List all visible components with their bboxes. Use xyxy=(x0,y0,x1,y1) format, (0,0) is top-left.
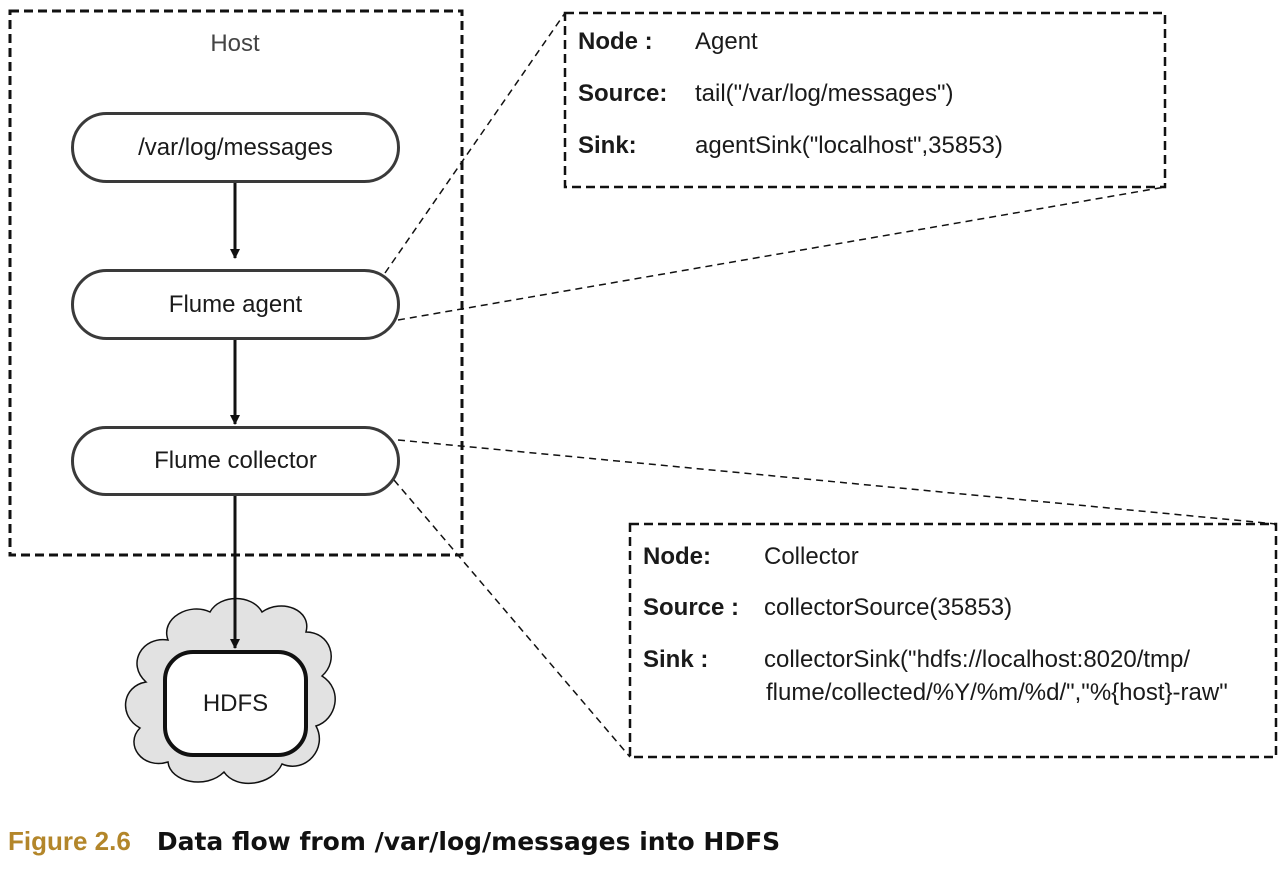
figure-title: Data flow from /var/log/messages into HD… xyxy=(156,827,781,856)
collector-node-key: Node: xyxy=(643,543,711,570)
figure-caption: Figure 2.6 Data flow from /var/log/messag… xyxy=(8,826,780,857)
agent-node-key: Node : xyxy=(578,28,653,55)
collector-callout-line-upper xyxy=(397,439,1277,525)
collector-sink-key: Sink : xyxy=(643,646,709,673)
collector-details-box xyxy=(628,522,1278,759)
collector-details: Node: Collector Source : collectorSource… xyxy=(643,543,1271,743)
collector-node-value: Collector xyxy=(764,543,859,570)
collector-callout-line-lower xyxy=(393,479,631,758)
collector-sink-value-line1: collectorSink("hdfs://localhost:8020/tmp… xyxy=(764,646,1191,673)
node-flume-collector: Flume collector xyxy=(71,426,400,496)
agent-source-key: Source: xyxy=(578,80,668,107)
node-var-log-messages: /var/log/messages xyxy=(71,112,400,183)
agent-sink-value: agentSink("localhost",35853) xyxy=(695,132,1003,159)
collector-source-value: collectorSource(35853) xyxy=(764,594,1013,621)
host-label: Host xyxy=(210,30,260,57)
figure-number: Figure 2.6 xyxy=(8,826,131,856)
agent-details-box xyxy=(563,11,1167,189)
agent-source-value: tail("/var/log/messages") xyxy=(695,80,954,107)
agent-details: Node : Agent Source: tail("/var/log/mess… xyxy=(578,28,1158,178)
node-hdfs: HDFS xyxy=(163,650,308,757)
agent-callout-line-lower xyxy=(397,186,1166,321)
agent-node-value: Agent xyxy=(695,28,758,55)
collector-source-key: Source : xyxy=(643,594,740,621)
agent-sink-key: Sink: xyxy=(578,132,637,159)
node-flume-agent: Flume agent xyxy=(71,269,400,340)
agent-callout-line-upper xyxy=(384,12,566,274)
collector-sink-value-line2: flume/collected/%Y/%m/%d/","%{host}-raw" xyxy=(766,679,1228,706)
